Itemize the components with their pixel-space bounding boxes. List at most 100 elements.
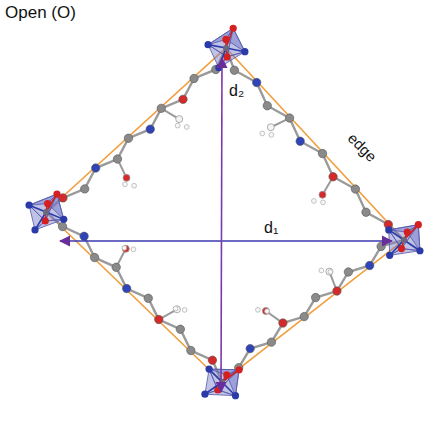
metal-center: [223, 45, 229, 51]
chain-atom: [144, 294, 152, 302]
ligand-atom: [222, 36, 229, 43]
d2-arrow: [221, 58, 222, 392]
ligand-atom: [415, 221, 422, 228]
hydrogen-atom: [131, 247, 136, 252]
chain-atom: [377, 242, 385, 250]
side-atom: [326, 268, 333, 275]
side-atom: [319, 191, 326, 198]
hydrogen-atom: [328, 269, 333, 274]
chain-atom: [190, 74, 198, 82]
chain-atom: [285, 114, 293, 122]
chain-atom: [318, 149, 326, 157]
ligand-atom: [385, 226, 392, 233]
ligand-atom: [205, 366, 212, 373]
ligand-atom: [201, 391, 208, 398]
chain-atom: [81, 185, 89, 193]
chain-atom: [311, 293, 319, 301]
orange-square-outline: [46, 48, 404, 382]
chain-atom: [263, 102, 271, 110]
d1-arrow: [60, 240, 392, 242]
ligand-atom: [53, 190, 60, 197]
hydrogen-atom: [123, 182, 128, 187]
hydrogen-atom: [265, 309, 270, 314]
chain-atom: [351, 185, 359, 193]
chain-atom: [157, 104, 165, 112]
chain-atom: [122, 284, 130, 292]
chain-atom: [333, 287, 341, 295]
chain-atom: [230, 66, 238, 74]
side-atom: [267, 124, 274, 131]
side-atom: [123, 174, 130, 181]
edge-label: edge: [344, 130, 379, 165]
ligand-atom: [223, 371, 230, 378]
ligand-atom: [386, 252, 393, 259]
chain-atom: [112, 263, 120, 271]
hydrogen-atom: [319, 268, 324, 273]
chain-atom: [252, 78, 260, 86]
chain-atom: [329, 173, 337, 181]
chain-atom: [92, 164, 100, 172]
edge-square: [46, 48, 404, 382]
distance-label: d₁: [262, 219, 280, 237]
chain-atom: [365, 261, 373, 269]
chain-atom: [296, 137, 304, 145]
chain-atom: [208, 356, 216, 364]
hydrogen-atom: [321, 200, 326, 205]
chain-atom: [90, 253, 98, 261]
ligand-atom: [204, 41, 211, 48]
ligand-atom: [416, 247, 423, 254]
hydrogen-atom: [269, 132, 274, 137]
chain-bond: [46, 48, 226, 212]
chain-atom: [155, 315, 163, 323]
panel-title: Open (O): [5, 4, 76, 23]
metal-center: [401, 237, 407, 243]
ligand-atom: [31, 226, 38, 233]
ligand-atom: [235, 366, 242, 373]
side-atom: [173, 306, 180, 313]
hydrogen-atom: [182, 308, 187, 313]
hydrogen-atom: [175, 123, 180, 128]
chain-atom: [279, 319, 287, 327]
hydrogen-atom: [122, 246, 127, 251]
ligand-atom: [25, 202, 32, 209]
chain-atom: [58, 222, 66, 230]
hydrogen-atom: [256, 307, 261, 312]
chain-atom: [267, 338, 275, 346]
ligand-atom: [232, 392, 239, 399]
distance-label: d₂: [227, 82, 246, 100]
chain-atom: [124, 134, 132, 142]
octahedron-face: [29, 205, 45, 230]
ligand-atom: [60, 216, 67, 223]
metal-center: [219, 379, 225, 385]
ligand-chains: [46, 48, 404, 382]
hydrogen-atom: [132, 183, 137, 188]
hydrogen-atom: [260, 131, 265, 136]
hydrogen-atom: [173, 306, 178, 311]
ligand-atom: [404, 229, 411, 236]
chain-atom: [80, 232, 88, 240]
side-atom: [176, 116, 183, 123]
metal-octahedra: [25, 25, 423, 400]
side-atom: [262, 307, 269, 314]
chain-bond: [222, 240, 404, 382]
chain-atom: [146, 125, 154, 133]
chain-atom: [362, 208, 370, 216]
chain-atom: [187, 346, 195, 354]
hydrogen-atom: [184, 125, 189, 130]
chain-bond: [226, 48, 404, 240]
ligand-atom: [44, 200, 51, 207]
chain-atom: [179, 95, 187, 103]
chain-bond: [46, 212, 222, 382]
chain-atom: [300, 312, 308, 320]
ligand-atom: [241, 48, 248, 55]
chain-atom: [246, 344, 254, 352]
chain-atom: [113, 155, 121, 163]
hydrogen-atom: [312, 199, 317, 204]
ligand-atom: [230, 25, 237, 32]
metal-center: [43, 209, 49, 215]
chain-atom: [176, 325, 184, 333]
side-atom: [122, 245, 129, 252]
chain-atom: [344, 268, 352, 276]
